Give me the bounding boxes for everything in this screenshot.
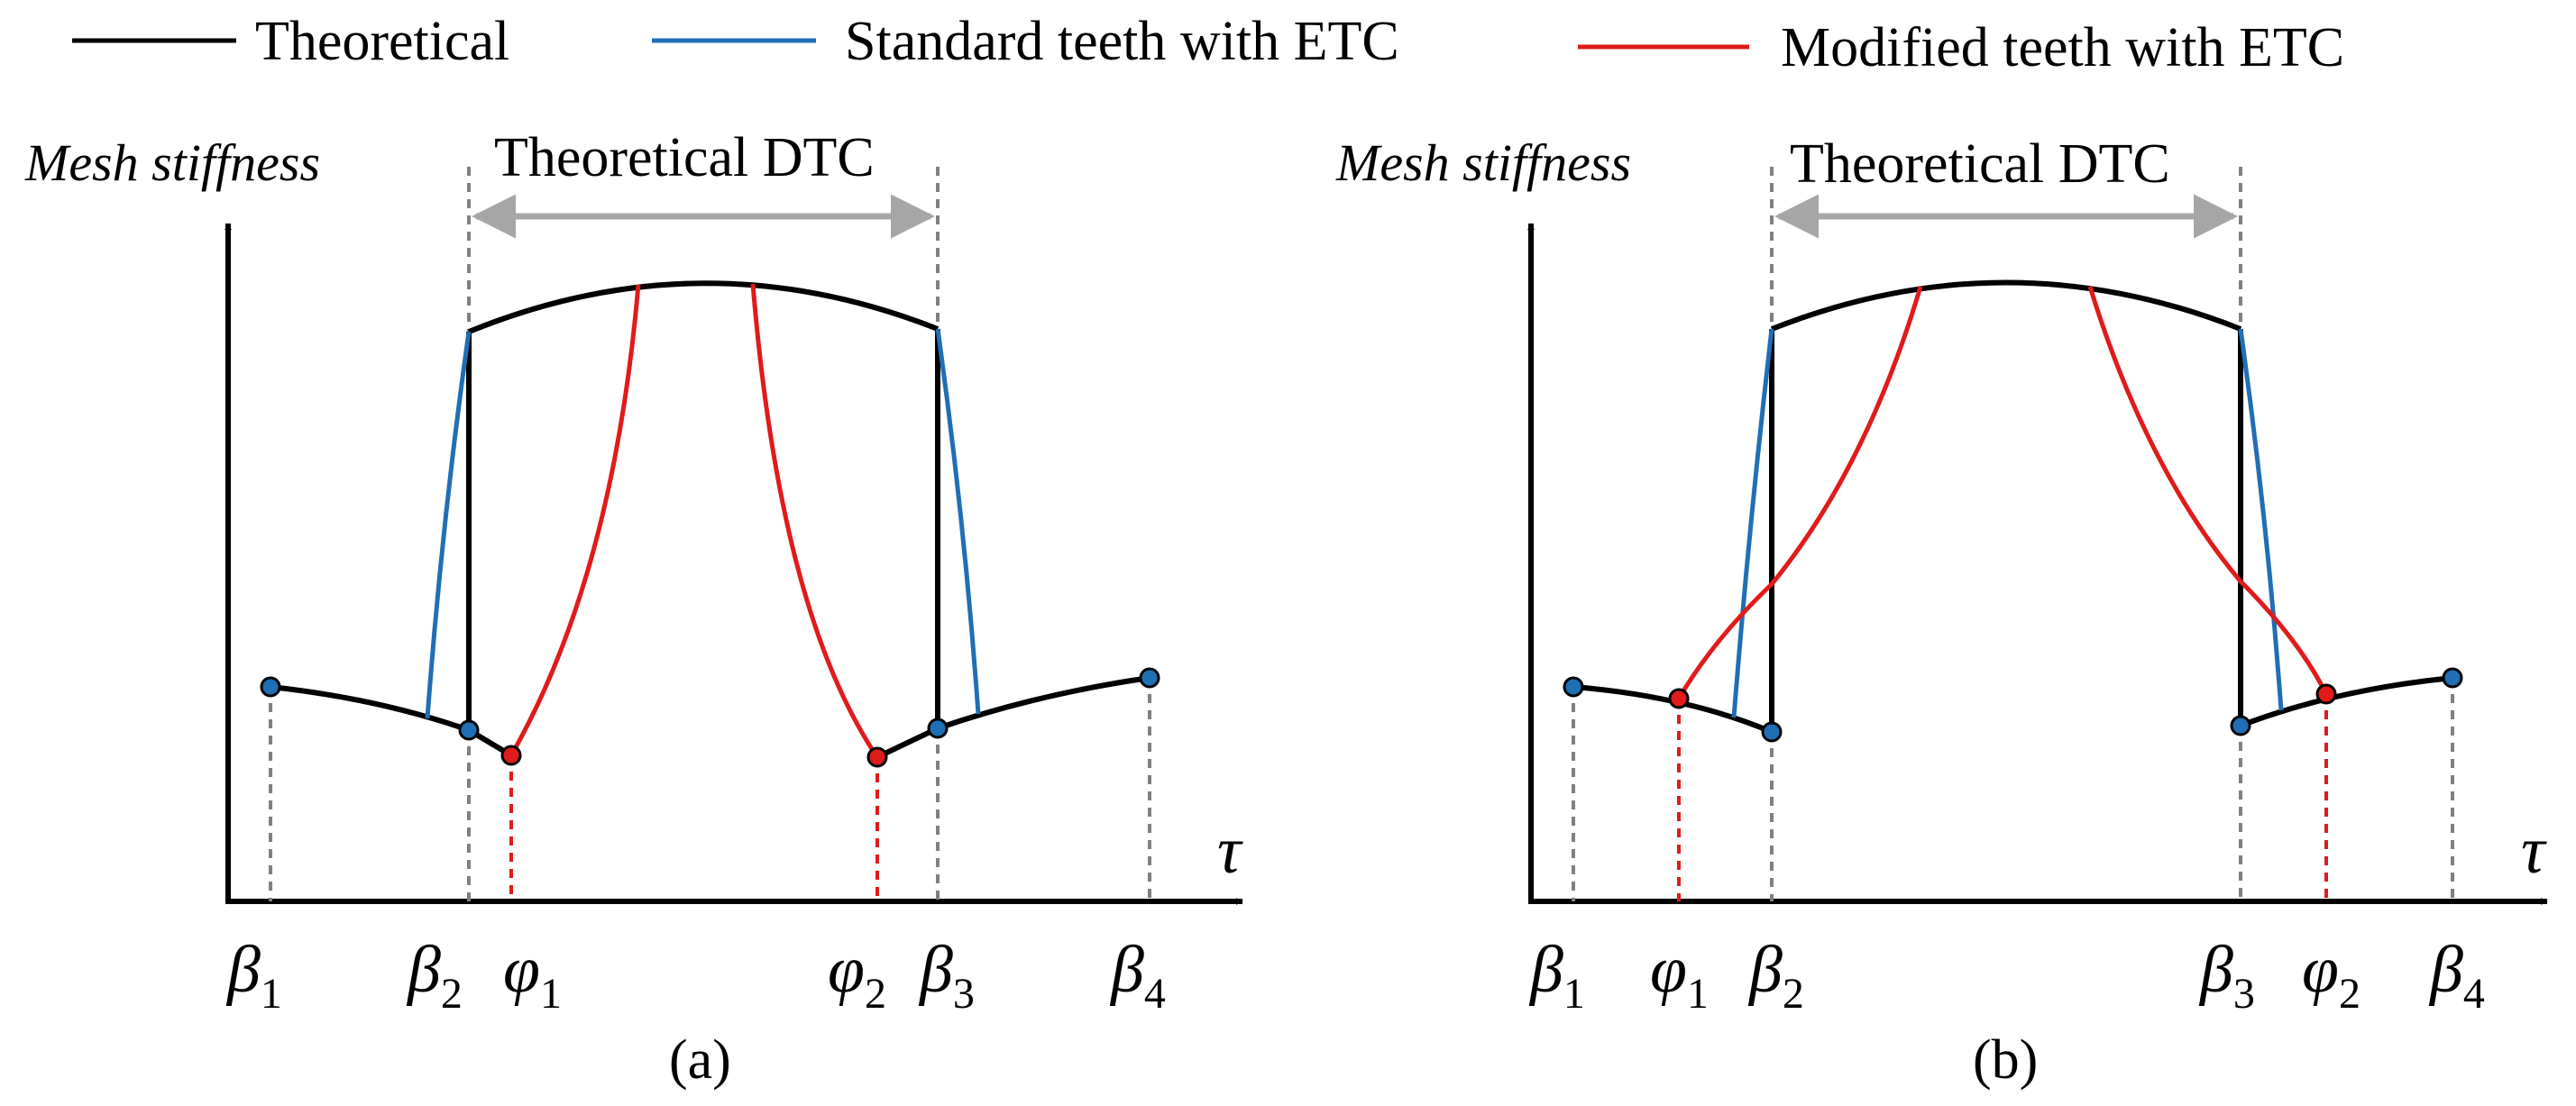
modified-right-branch [750,283,880,759]
marker-beta2 [1761,721,1783,743]
theoretical-curve [270,280,1150,760]
standard-curve [1731,328,2284,718]
standard-right-branch [935,328,981,715]
standard-left-branch [425,331,472,719]
tick-label: β1 [1528,933,1585,1018]
theoretical-top-arc [1770,279,2242,332]
tick-label: β3 [2198,933,2255,1018]
tick-label: β4 [1109,933,1166,1018]
tick-label: φ1 [1650,933,1709,1018]
theoretical-top-arc [467,280,940,334]
marker-phi1 [1668,688,1690,709]
dtc-label: Theoretical DTC [494,127,875,188]
panel-label: (a) [669,1029,731,1091]
standard-curve [425,328,981,719]
marker-beta1 [1563,676,1584,698]
tick-label: β3 [918,933,975,1018]
tick-label: φ2 [828,933,886,1018]
guide-lines [1572,167,2454,901]
phi-guide-lines [1677,694,2328,901]
marker-beta2 [458,719,480,741]
marker-beta3 [927,718,949,739]
tick-labels: β1 β2 φ1 φ2 β3 β4 [225,933,1166,1018]
marker-phi1 [500,745,522,766]
panel-label: (b) [1973,1029,2038,1091]
markers [260,667,1160,768]
legend-label-standard: Standard teeth with ETC [845,11,1399,72]
standard-left-branch [1731,328,1774,718]
marker-beta3 [2230,715,2251,736]
legend-label-modified: Modified teeth with ETC [1781,17,2344,78]
y-axis-label: Mesh stiffness [1335,133,1631,192]
x-axis-label: τ [1217,814,1243,888]
dtc-label: Theoretical DTC [1790,133,2170,195]
theoretical-right-segment [2239,675,2453,728]
marker-phi2 [2315,683,2337,705]
tick-label: φ2 [2302,933,2361,1018]
markers [1563,667,2463,743]
panel-a: Mesh stiffness τ Theoretical DTC [24,127,1243,1091]
y-axis-label: Mesh stiffness [24,133,320,192]
marker-beta4 [2442,667,2463,689]
x-axis-label: τ [2521,814,2547,888]
modified-left-branch [509,284,641,757]
marker-beta4 [1139,667,1160,689]
marker-beta1 [260,676,281,698]
modified-left-branch [1676,286,1923,700]
tick-labels: β1 φ1 β2 β3 φ2 β4 [1528,933,2485,1018]
standard-right-branch [2238,328,2284,711]
modified-right-branch [2087,286,2329,696]
panel-b: Mesh stiffness τ Theoretical DTC [1335,133,2548,1091]
phi-guide-lines [509,755,879,901]
modified-curve [1676,286,2329,700]
tick-label: β2 [1747,933,1804,1018]
legend-label-theoretical: Theoretical [255,11,509,72]
tick-label: β1 [225,933,282,1018]
theoretical-right-segment [875,675,1150,760]
marker-phi2 [866,746,888,768]
guide-lines [269,167,1151,901]
tick-label: φ1 [503,933,562,1018]
tick-label: β4 [2428,933,2485,1018]
theoretical-left-segment [270,684,513,758]
legend: Theoretical Standard teeth with ETC Modi… [72,11,2344,78]
tick-label: β2 [406,933,463,1018]
theoretical-curve [1572,279,2453,735]
modified-curve [509,283,880,759]
